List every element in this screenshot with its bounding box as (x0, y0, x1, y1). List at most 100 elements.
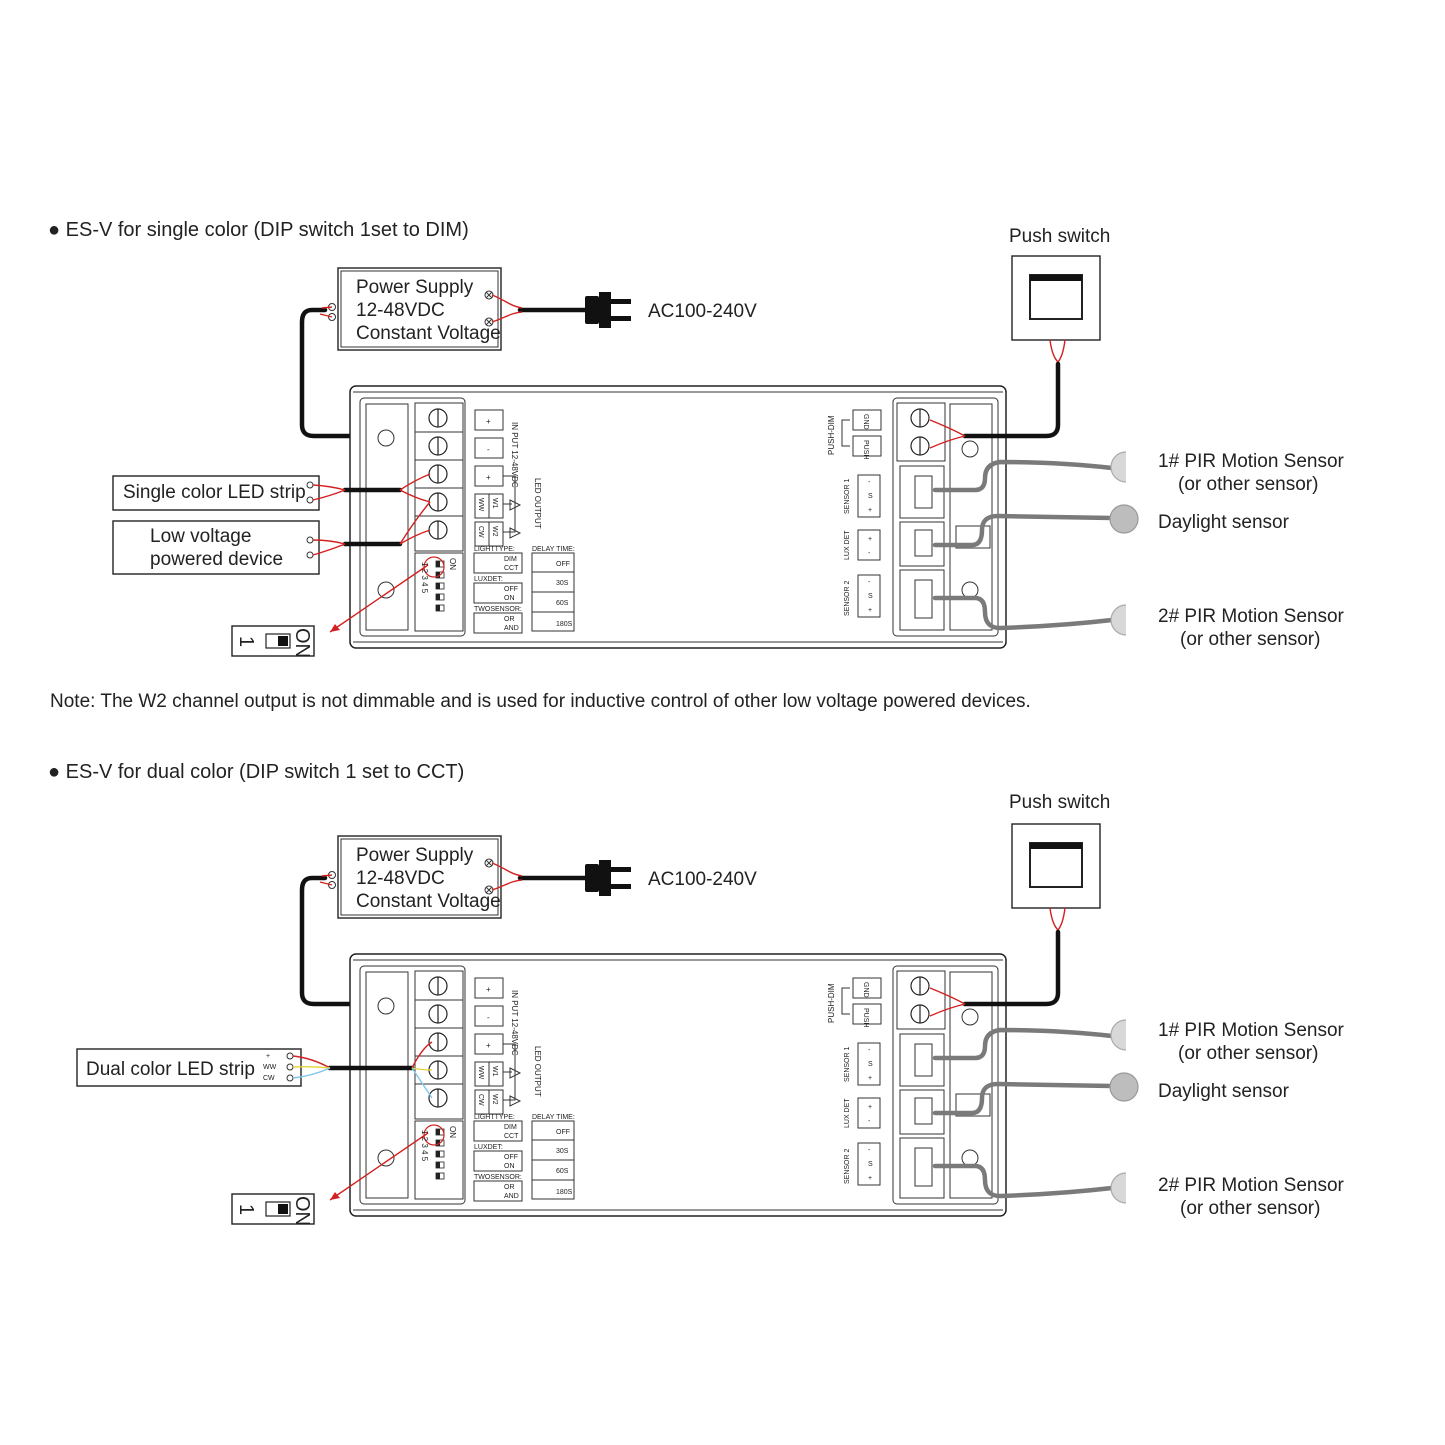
low-voltage-device-box (112, 520, 320, 575)
svg-text:1: 1 (235, 636, 257, 647)
svg-text:LIGHTTYPE:: LIGHTTYPE: (474, 546, 515, 553)
svg-text:1: 1 (235, 1204, 257, 1215)
svg-text:-: - (868, 1047, 871, 1054)
svg-text:OR: OR (504, 1184, 515, 1191)
svg-text:AND: AND (504, 1193, 519, 1200)
svg-text:CCT: CCT (504, 565, 519, 572)
svg-text:+: + (486, 985, 491, 994)
svg-text:SENSOR 2: SENSOR 2 (844, 580, 851, 616)
section-1-heading: ● ES-V for single color (DIP switch 1set… (48, 219, 469, 241)
svg-text:+: + (868, 507, 872, 514)
ac-label: AC100-240V (648, 301, 757, 322)
svg-text:DIM: DIM (504, 1124, 517, 1131)
svg-text:WW: WW (477, 1066, 484, 1080)
svg-text:DELAY TIME:: DELAY TIME: (532, 546, 575, 553)
svg-text:ON: ON (291, 628, 313, 658)
sensor2-1-line-1: 1# PIR Motion Sensor (1158, 1020, 1345, 1041)
svg-text:CW: CW (477, 1094, 484, 1106)
svg-text:LUX DET: LUX DET (844, 530, 851, 560)
psu2-line-3: Constant Voltage (356, 891, 501, 912)
svg-text:CCT: CCT (504, 1133, 519, 1140)
svg-text:PUSH-DIM: PUSH-DIM (827, 983, 836, 1023)
svg-text:S: S (868, 1161, 873, 1168)
svg-text:PUSH-DIM: PUSH-DIM (827, 415, 836, 455)
svg-text:S: S (868, 493, 873, 500)
svg-text:180S: 180S (556, 1189, 573, 1196)
svg-text:60S: 60S (556, 1168, 569, 1175)
svg-text:W2: W2 (491, 526, 498, 537)
svg-text:+: + (486, 417, 491, 426)
svg-text:W2: W2 (491, 1094, 498, 1105)
push-switch-label-2: Push switch (1009, 792, 1110, 813)
svg-text:-: - (868, 1118, 871, 1125)
svg-text:180S: 180S (556, 621, 573, 628)
svg-text:W1: W1 (491, 498, 498, 509)
svg-text:DIM: DIM (504, 556, 517, 563)
section-single-color (112, 256, 1138, 656)
svg-text:-: - (868, 479, 871, 486)
svg-text:1 2 3 4 5: 1 2 3 4 5 (420, 562, 429, 594)
push-switch-label: Push switch (1009, 226, 1110, 247)
svg-text:AND: AND (504, 625, 519, 632)
svg-text:WW: WW (477, 498, 484, 512)
svg-text:OFF: OFF (556, 561, 570, 568)
sensor-2-line-1: 2# PIR Motion Sensor (1158, 606, 1345, 627)
psu2-line-2: 12-48VDC (356, 868, 445, 889)
svg-text:+: + (868, 1075, 872, 1082)
psu-line-3: Constant Voltage (356, 323, 501, 344)
svg-text:SENSOR 2: SENSOR 2 (844, 1148, 851, 1184)
psu-line-1: Power Supply (356, 277, 474, 298)
svg-text:GND: GND (862, 982, 869, 998)
svg-text:OFF: OFF (556, 1129, 570, 1136)
svg-text:-: - (487, 1013, 490, 1022)
section-dual-color (76, 824, 1138, 1224)
dual-color-strip-box (76, 1048, 302, 1087)
term-cw: CW (263, 1075, 275, 1082)
svg-text:60S: 60S (556, 600, 569, 607)
svg-text:OFF: OFF (504, 1154, 518, 1161)
svg-text:-: - (868, 1147, 871, 1154)
term-plus: + (266, 1053, 270, 1060)
svg-text:LUX DET: LUX DET (844, 1098, 851, 1128)
svg-text:ON: ON (504, 595, 515, 602)
svg-text:ON: ON (448, 1126, 457, 1138)
svg-text:+: + (868, 536, 872, 543)
load-1-label: Single color LED strip (123, 482, 306, 503)
ac-label-2: AC100-240V (648, 869, 757, 890)
sensor2-2-line-2: (or other sensor) (1180, 1198, 1320, 1219)
svg-text:IN PUT 12-48VDC: IN PUT 12-48VDC (510, 422, 519, 488)
sensor-1-line-2: (or other sensor) (1178, 474, 1318, 495)
svg-text:LUXDET:: LUXDET: (474, 1144, 503, 1151)
svg-text:TWOSENSOR:: TWOSENSOR: (474, 1174, 522, 1181)
svg-text:LED OUTPUT: LED OUTPUT (533, 1046, 542, 1097)
load-2-line-2: powered device (150, 549, 283, 570)
svg-text:SENSOR 1: SENSOR 1 (844, 1046, 851, 1082)
svg-text:ON: ON (504, 1163, 515, 1170)
sensor2-2-line-1: 2# PIR Motion Sensor (1158, 1175, 1345, 1196)
svg-text:LIGHTTYPE:: LIGHTTYPE: (474, 1114, 515, 1121)
psu-line-2: 12-48VDC (356, 300, 445, 321)
svg-text:30S: 30S (556, 1148, 569, 1155)
svg-text:S: S (868, 1061, 873, 1068)
svg-text:1 2 3 4 5: 1 2 3 4 5 (420, 1130, 429, 1162)
svg-text:+: + (868, 1104, 872, 1111)
svg-text:+: + (486, 1041, 491, 1050)
svg-text:+: + (486, 473, 491, 482)
svg-text:ON: ON (448, 558, 457, 570)
svg-text:LED OUTPUT: LED OUTPUT (533, 478, 542, 529)
svg-text:-: - (487, 445, 490, 454)
svg-text:PUSH: PUSH (862, 440, 869, 459)
svg-text:OR: OR (504, 616, 515, 623)
dual-strip-label: Dual color LED strip (86, 1059, 255, 1080)
svg-text:+: + (868, 607, 872, 614)
svg-text:LUXDET:: LUXDET: (474, 576, 503, 583)
sensor-2-line-2: (or other sensor) (1180, 629, 1320, 650)
svg-text:ON: ON (291, 1196, 313, 1226)
svg-text:-: - (868, 550, 871, 557)
sensor-1-line-1: 1# PIR Motion Sensor (1158, 451, 1345, 472)
svg-text:TWOSENSOR:: TWOSENSOR: (474, 606, 522, 613)
single-color-strip-box (112, 475, 320, 511)
svg-text:W1: W1 (491, 1066, 498, 1077)
term-ww: WW (263, 1064, 277, 1071)
svg-text:CW: CW (477, 526, 484, 538)
